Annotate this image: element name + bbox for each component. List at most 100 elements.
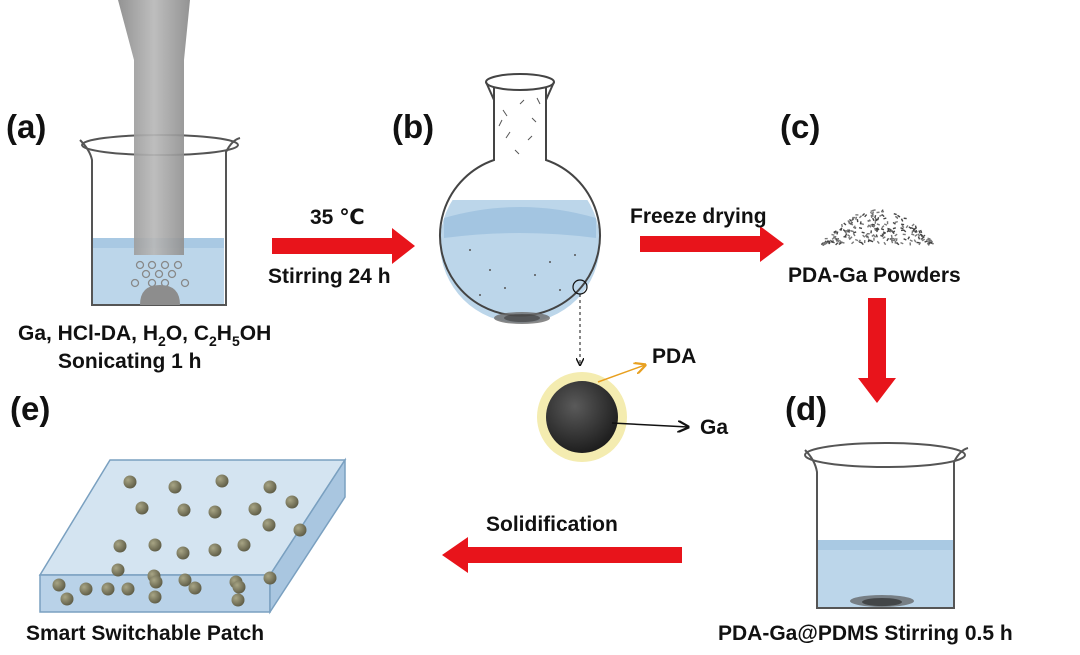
ga-bead-icon [237, 538, 251, 552]
powder-grain [900, 241, 904, 245]
powder-grain [838, 239, 842, 243]
powder-grain [910, 227, 914, 230]
ga-bead-icon [293, 523, 307, 537]
bubbles-icon [130, 260, 190, 288]
powder-grain [887, 227, 891, 230]
ga-bead-icon [113, 539, 127, 553]
powder-grain [843, 222, 847, 226]
powder-grain [883, 223, 888, 226]
powder-grain [881, 232, 886, 236]
panel-d: (d) PDA-Ga@PDMS Stirring 0.5 h [718, 390, 1013, 645]
ga-bead-icon [177, 503, 191, 517]
powder-grain [824, 241, 827, 245]
powder-grain [821, 242, 825, 246]
powder-grain [909, 239, 913, 243]
arrow-b-to-c-icon [640, 226, 784, 262]
ga-bead-icon [149, 575, 163, 589]
powder-grain [872, 209, 876, 212]
powder-grain [861, 231, 865, 234]
arrow-a-to-b-icon [272, 228, 415, 264]
ga-bead-icon [148, 538, 162, 552]
powder-grain [921, 236, 925, 240]
powder-grain [870, 240, 874, 243]
ga-bead-icon [111, 563, 125, 577]
powder-grain [858, 215, 863, 219]
panel-e: (e) Smart Switchable Patch [10, 390, 347, 645]
ga-bead-icon [208, 543, 222, 557]
arrow-d-to-e: Solidification [442, 513, 682, 573]
powder-grain [855, 216, 858, 220]
ga-bead-icon [148, 590, 162, 604]
powder-grain [826, 240, 829, 244]
arrow-d-to-e-text: Solidification [486, 513, 618, 536]
arrow-c-to-d-icon [858, 298, 896, 403]
powder-grain [831, 236, 835, 240]
ga-bead-icon [135, 501, 149, 515]
powder-grain [873, 234, 877, 238]
ga-bead-icon [208, 505, 222, 519]
ga-bead-icon [231, 593, 245, 607]
arrow-d-to-e-icon [442, 537, 682, 573]
powder-grain [880, 234, 884, 238]
panel-b: (b) [392, 73, 601, 365]
powder-grain [876, 240, 880, 244]
powder-grain [890, 234, 893, 238]
powder-grain [891, 230, 895, 235]
powder-grain [864, 214, 868, 218]
powder-grain [836, 231, 839, 235]
powder-grain [913, 227, 917, 230]
powder-grain [918, 230, 921, 234]
ga-bead-icon [262, 518, 276, 532]
gallium-core-icon [546, 381, 618, 453]
panel-a-caption-line1: Ga, HCl-DA, H2O, C2H5OH [18, 322, 271, 349]
powder-grain [848, 236, 851, 241]
powder-grain [874, 217, 878, 222]
powder-grain [917, 236, 921, 240]
powder-grain [844, 233, 848, 237]
powder-grain [919, 233, 923, 237]
ga-bead-icon [101, 582, 115, 596]
powder-grain [861, 213, 866, 217]
patch-icon [38, 457, 347, 615]
powder-grain [867, 219, 871, 223]
ga-bead-icon [60, 592, 74, 606]
powder-grain [883, 217, 887, 220]
powder-grain [860, 241, 864, 246]
powder-grain [881, 225, 885, 229]
powder-grain [927, 237, 931, 240]
powder-grain [849, 223, 854, 226]
powder-grain [892, 221, 896, 225]
powder-grain [859, 221, 862, 225]
ga-bead-icon [285, 495, 299, 509]
powder-grain [847, 234, 851, 238]
powder-grain [844, 231, 848, 235]
arrow-a-to-b: 35 ℃ Stirring 24 h [268, 206, 415, 288]
powder-grain [911, 233, 915, 236]
panel-c-caption: PDA-Ga Powders [788, 264, 961, 287]
powder-grain [892, 227, 897, 230]
powder-grain [835, 242, 839, 246]
panel-e-label: (e) [10, 390, 50, 427]
arrow-a-to-b-bottom-text: Stirring 24 h [268, 265, 391, 288]
powder-grain [831, 233, 835, 236]
powder-pile-icon [820, 209, 934, 247]
powder-grain [893, 213, 897, 216]
ga-bead-icon [263, 480, 277, 494]
powder-grain [890, 240, 894, 244]
powder-grain [875, 234, 878, 238]
arrow-b-to-c: Freeze drying [630, 205, 784, 262]
powder-grain [917, 233, 921, 237]
powder-grain [866, 235, 870, 239]
powder-grain [901, 224, 905, 229]
ga-bead-icon [215, 474, 229, 488]
powder-grain [897, 214, 901, 218]
ga-bead-icon [176, 546, 190, 560]
panel-d-label: (d) [785, 390, 827, 427]
powder-grain [834, 236, 837, 240]
powder-grain [886, 229, 890, 233]
powder-grain [882, 231, 887, 234]
powder-grain [858, 239, 861, 243]
powder-grain [880, 228, 885, 231]
powder-grain [900, 227, 904, 230]
